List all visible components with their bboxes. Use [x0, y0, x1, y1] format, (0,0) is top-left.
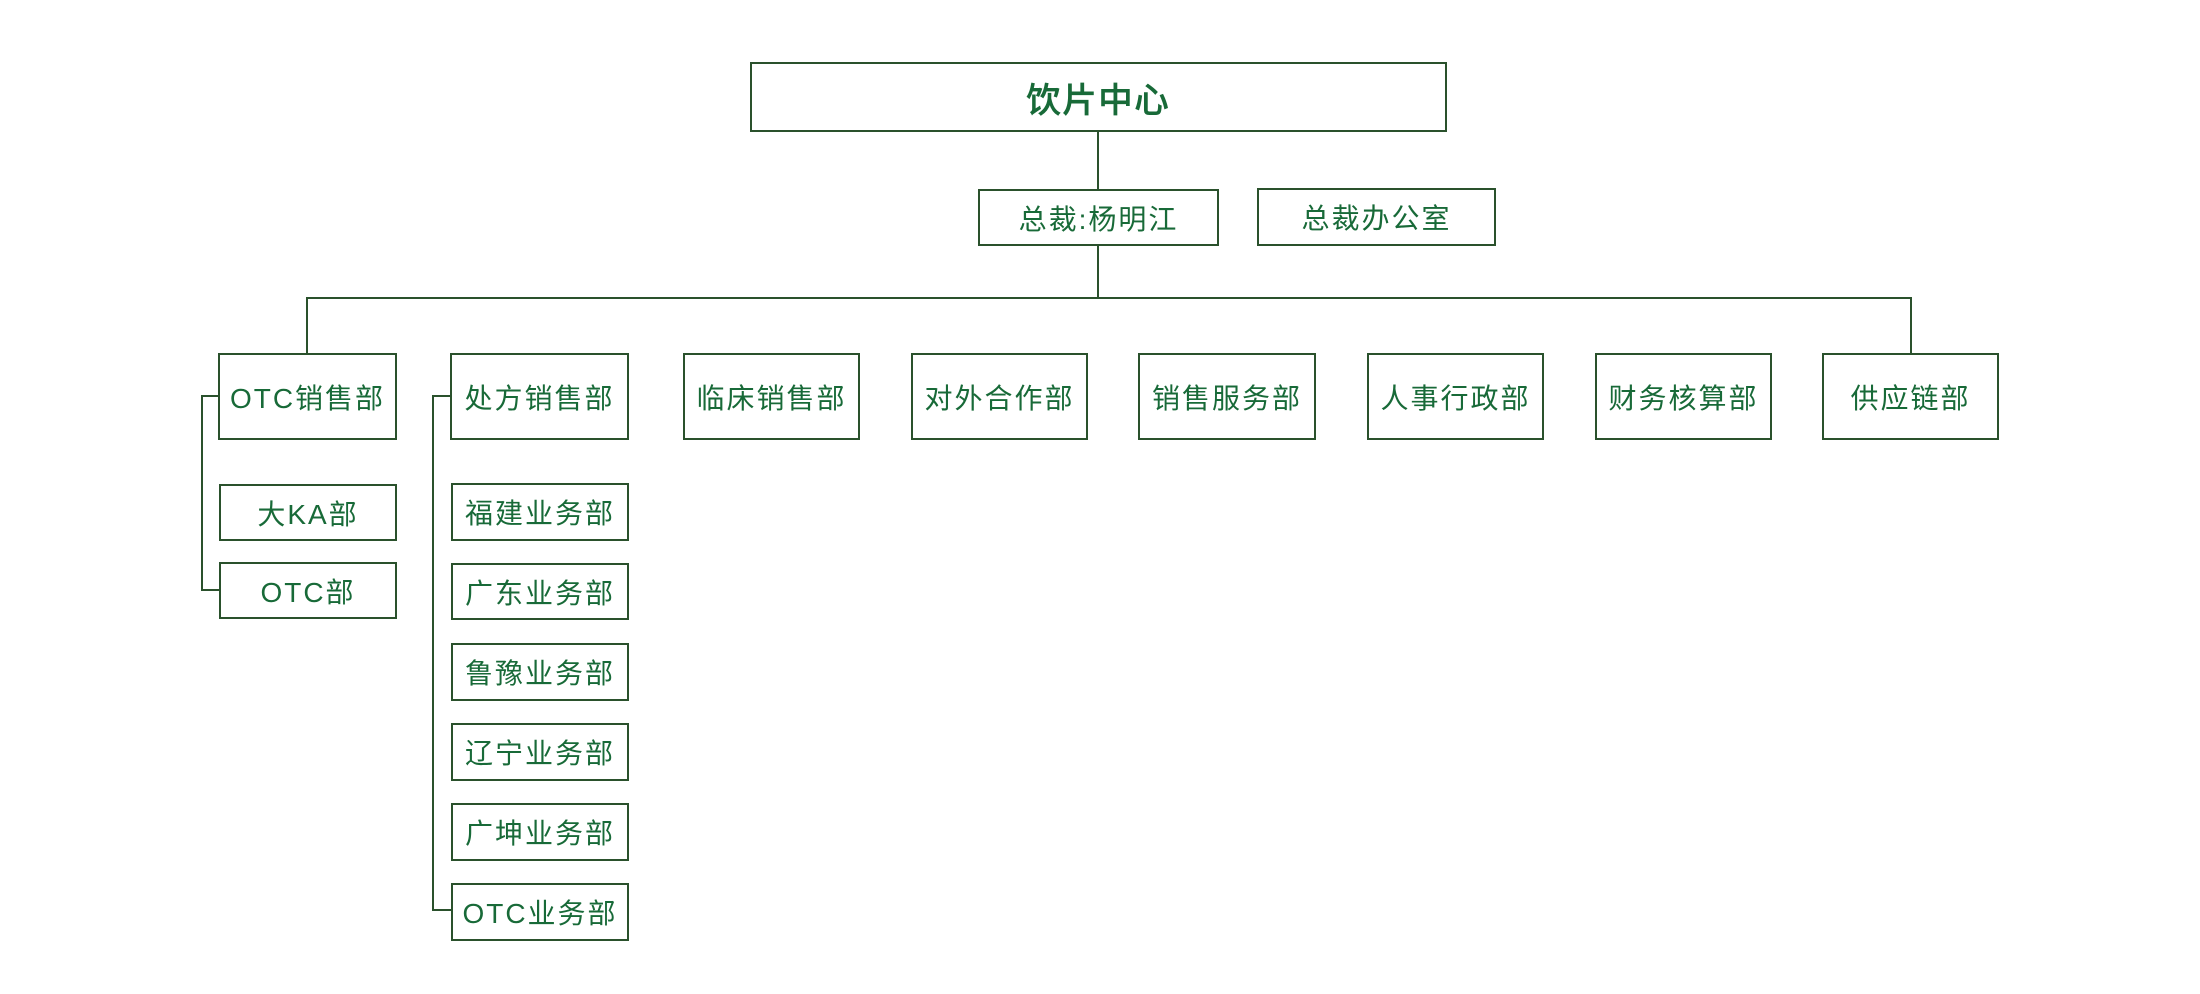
org-node-dept-otc-sales: OTC销售部: [218, 353, 397, 440]
org-node-guangdong-business-dept: 广东业务部: [451, 563, 629, 620]
connector-prescription-stub: [432, 395, 452, 397]
org-node-dept-clinical-sales: 临床销售部: [683, 353, 860, 440]
connector-otc-business-stub: [432, 909, 452, 911]
org-node-president-office: 总裁办公室: [1257, 188, 1496, 246]
org-node-guangkun-business-dept: 广坤业务部: [451, 803, 629, 861]
connector-prescription-bracket: [432, 395, 434, 911]
org-node-dept-external-cooperation: 对外合作部: [911, 353, 1088, 440]
org-node-root: 饮片中心: [750, 62, 1447, 132]
connector-otc-dept-stub: [201, 589, 220, 591]
org-node-dept-sales-service: 销售服务部: [1138, 353, 1316, 440]
org-node-big-ka-dept: 大KA部: [219, 484, 397, 541]
connector-bus-left-drop: [306, 297, 308, 355]
org-node-otc-business-dept: OTC业务部: [451, 883, 629, 941]
org-node-dept-hr-admin: 人事行政部: [1367, 353, 1544, 440]
org-node-luyu-business-dept: 鲁豫业务部: [451, 643, 629, 701]
org-node-president: 总裁:杨明江: [978, 189, 1219, 246]
org-node-liaoning-business-dept: 辽宁业务部: [451, 723, 629, 781]
org-node-dept-supply-chain: 供应链部: [1822, 353, 1999, 440]
org-node-otc-dept: OTC部: [219, 562, 397, 619]
org-node-dept-prescription-sales: 处方销售部: [450, 353, 629, 440]
connector-otc-sales-stub: [201, 395, 220, 397]
org-node-fujian-business-dept: 福建业务部: [451, 483, 629, 541]
connector-bus-right-drop: [1910, 297, 1912, 355]
connector-otc-sales-bracket: [201, 395, 203, 591]
connector-department-bus: [306, 297, 1912, 299]
org-node-dept-finance-accounting: 财务核算部: [1595, 353, 1772, 440]
